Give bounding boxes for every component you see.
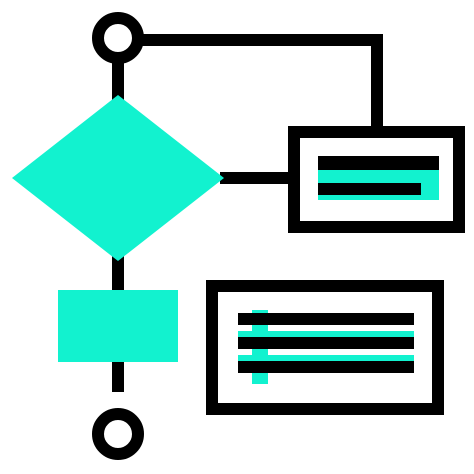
- lower-output-box: [206, 280, 444, 415]
- process-block: [58, 290, 178, 362]
- connector-lines: [112, 34, 383, 392]
- lower-output-text-line-2: [238, 337, 414, 349]
- lower-output-text-line-3: [238, 361, 414, 373]
- lower-output-left-mark-2: [238, 337, 252, 349]
- lower-output-left-mark-1: [238, 313, 252, 325]
- upper-output-text-line-1: [318, 156, 439, 170]
- end-node-circle: [92, 408, 144, 460]
- lower-output-text-line-1: [238, 313, 414, 325]
- lower-output-left-mark-3: [238, 361, 252, 373]
- upper-output-text-line-2: [318, 183, 421, 195]
- upper-output-box: [288, 126, 465, 233]
- start-node-circle: [92, 12, 144, 64]
- decision-diamond: [12, 95, 224, 261]
